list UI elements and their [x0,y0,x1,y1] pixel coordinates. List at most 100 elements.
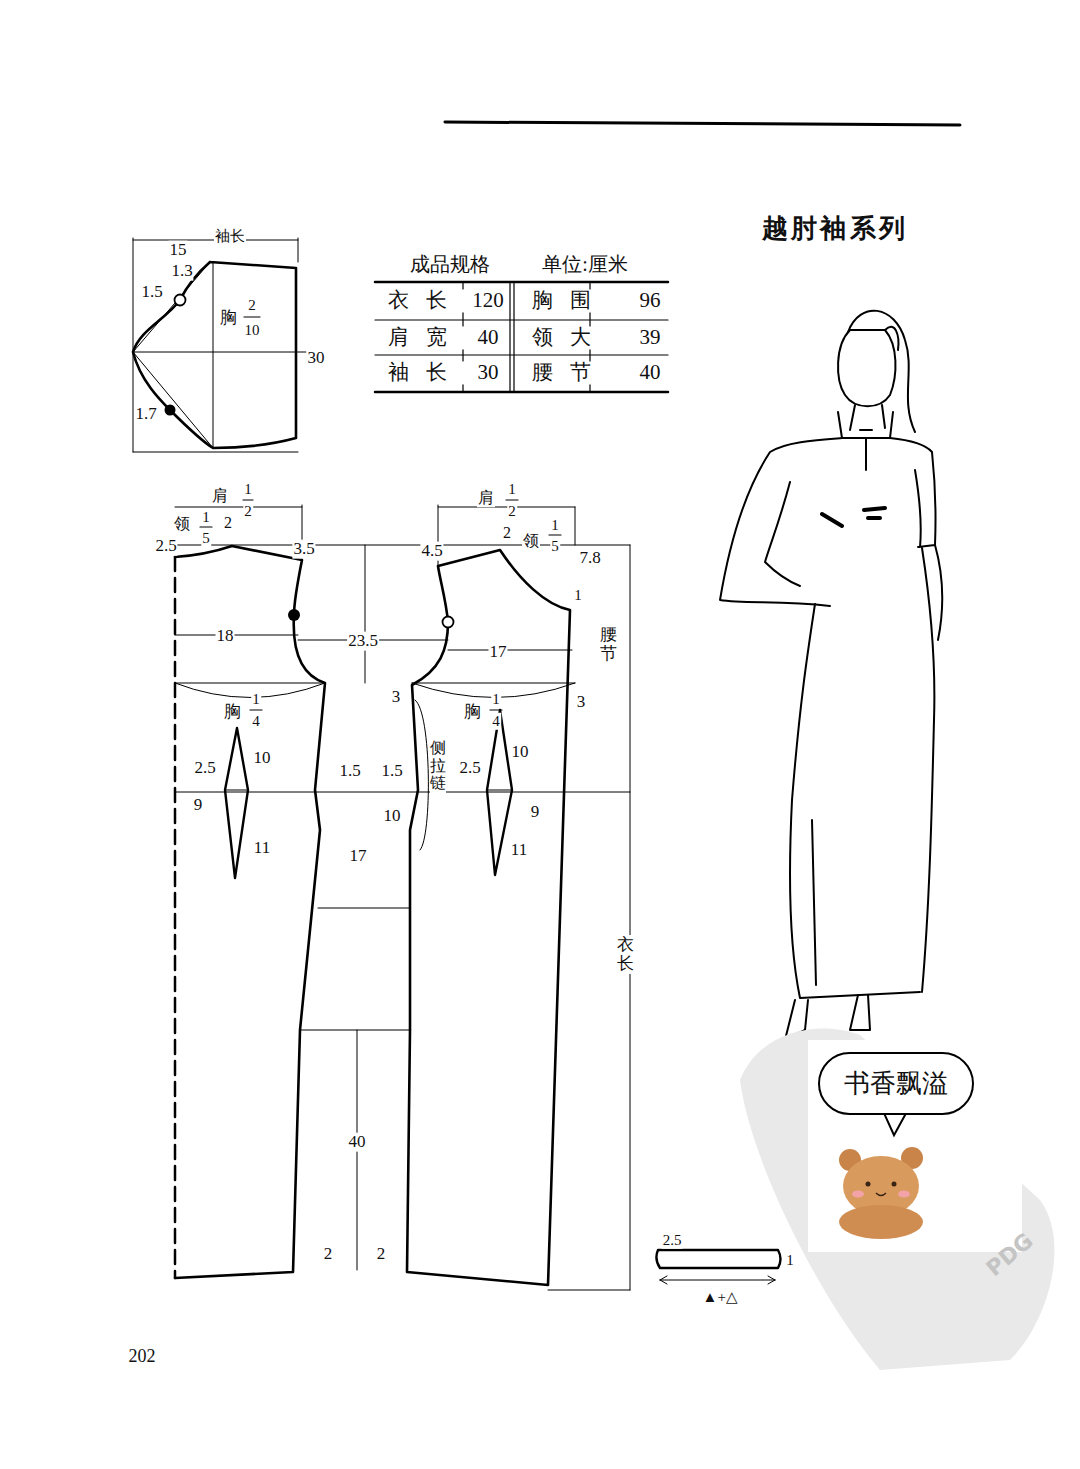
bubble-text: 书香飘溢 [844,1068,948,1099]
dimension-label: 30 [307,349,326,368]
dimension-label: 2 [223,514,233,532]
hair [848,311,915,432]
dimension-label: 2 [376,1245,387,1264]
dress [790,548,934,998]
bear-eye [892,1182,897,1187]
page-title: 越肘袖系列 [762,211,908,246]
construction-lines [175,505,630,1290]
dimension-label: 领大 [515,326,608,349]
vertical-label: 侧拉链 [430,738,446,793]
dart [225,710,512,878]
sleeve-guides [133,238,306,452]
dimension-label: 腰节 [515,361,608,384]
notch-filled [288,609,300,621]
dimension-label: 11 [253,839,271,858]
dimension-label: ▲+△ [702,1289,739,1306]
bubble-tail [884,1113,906,1135]
dimension-label: 胸 [223,703,242,722]
dimension-label: 领 [173,515,191,533]
dimension-label: 17 [349,847,368,866]
dimension-label: 3.5 [292,540,315,559]
dimension-label: 2 [502,524,512,542]
dimension-label: 15 [169,241,188,260]
dimension-label: 2 [323,1245,334,1264]
dimension-label: 1 [251,691,261,708]
dimension-label: 5 [550,538,560,555]
sticker-panel [808,1040,1022,1252]
speech-bubble: 书香飘溢 [818,1052,974,1115]
vertical-label: 衣长 [617,935,634,974]
dimension-label: 领 [522,532,540,550]
dimension-label: 成品规格 [409,253,491,275]
dimension-label: 30 [477,361,500,384]
dimension-label: 7.8 [578,549,601,568]
neck-collar [838,405,893,470]
bear-eye [866,1182,871,1187]
dimension-label: 袖长 [214,228,246,245]
dimension-label: 9 [193,796,204,815]
front-bodice-outline [407,550,570,1285]
dimension-label: 1 [243,481,253,498]
dimension-label: 胸围 [515,289,608,312]
dimension-label: 202 [128,1347,157,1367]
dimension-label: 2 [507,503,517,520]
dimension-label: 1.5 [380,762,403,781]
dimension-label: 1 [491,691,501,708]
bear-blush [898,1191,910,1198]
dimension-label: 1.7 [134,405,157,424]
head [838,330,895,406]
sleeve-outline [133,262,296,448]
dimension-label: 120 [471,289,505,312]
dimension-label: 衣长 [371,289,464,312]
right-arm [890,438,942,640]
dimension-label: 18 [216,627,235,646]
bear-sticker [839,1147,923,1239]
dimension-label: 10 [253,749,272,768]
dimension-label: 96 [639,289,662,312]
dimension-label: 2.5 [662,1232,683,1249]
bear-mouth [876,1193,886,1196]
dimension-label: 1.5 [140,283,163,302]
dimension-label: 10 [511,743,530,762]
bear-blush [852,1191,864,1198]
notch-open [443,617,454,628]
figure-illustration [720,311,942,1040]
dimension-label: 4.5 [420,542,443,561]
dimension-label: 单位:厘米 [541,253,629,275]
dimension-label: 3 [576,693,587,712]
header-rule [445,122,960,125]
dimension-label: 3 [391,688,402,707]
dimension-label: 23.5 [347,632,379,651]
dimension-label: 2 [247,297,257,314]
dimension-label: 肩 [211,487,229,505]
vertical-label: 腰节 [600,625,617,664]
dimension-label: 2.5 [154,537,177,556]
dimension-label: 胸 [463,703,482,722]
dimension-label: 2.5 [193,759,216,778]
bust-darts [822,508,885,526]
dimension-label: 2 [243,503,253,520]
bear-paws [839,1205,923,1239]
dimension-label: 1 [507,481,517,498]
notch-filled [165,405,176,416]
back-bodice-outline [175,546,325,1278]
collar-dimension [660,1276,775,1284]
dimension-label: 17 [489,643,508,662]
dimension-label: 胸 [219,309,238,328]
dimension-label: 1.5 [338,762,361,781]
collar-piece [656,1250,780,1268]
dimension-label: 9 [530,803,541,822]
dart-line [225,790,512,791]
dimension-label: 肩宽 [371,326,464,349]
dimension-label: 5 [201,530,211,547]
dimension-label: 袖长 [371,361,464,384]
dimension-label: 1.3 [170,262,193,281]
dimension-label: 40 [477,326,500,349]
dimension-label: 肩 [477,489,495,507]
fraction-bars [200,317,561,710]
dimension-label: 40 [348,1133,367,1152]
dimension-label: 40 [639,361,662,384]
dimension-label: 11 [510,841,528,860]
